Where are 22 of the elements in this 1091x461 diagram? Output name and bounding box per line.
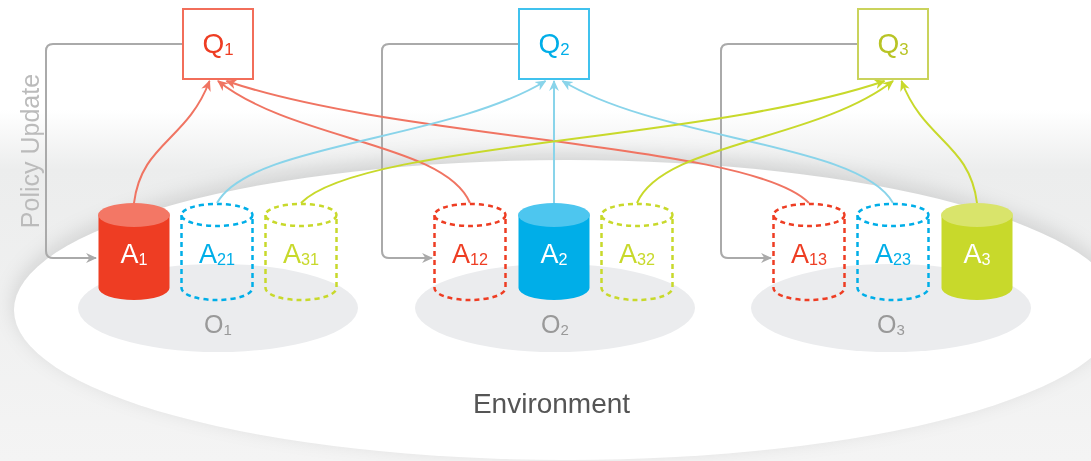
node-label: O$_{3}$ xyxy=(876,310,906,339)
node-label: O$_{2}$ xyxy=(540,310,570,339)
arrow xyxy=(133,80,211,204)
arrow xyxy=(561,80,894,204)
arrow xyxy=(217,80,471,204)
arrow xyxy=(225,79,810,204)
arrow xyxy=(720,43,858,263)
arrow xyxy=(636,80,894,204)
process-box xyxy=(857,8,929,80)
node-label: O$_{1}$ xyxy=(203,310,233,339)
node-label: Q$_{2}$ xyxy=(538,28,570,60)
node-label: Environment xyxy=(471,388,632,420)
process-box xyxy=(182,8,254,80)
arrow xyxy=(45,43,183,263)
node-label: Q$_{3}$ xyxy=(877,28,909,60)
arrow xyxy=(900,80,978,204)
arrow xyxy=(216,80,547,204)
arrow xyxy=(381,43,519,263)
arrow xyxy=(300,79,886,204)
arrow xyxy=(549,79,559,204)
process-box xyxy=(518,8,590,80)
node-label: Q$_{1}$ xyxy=(202,28,234,60)
